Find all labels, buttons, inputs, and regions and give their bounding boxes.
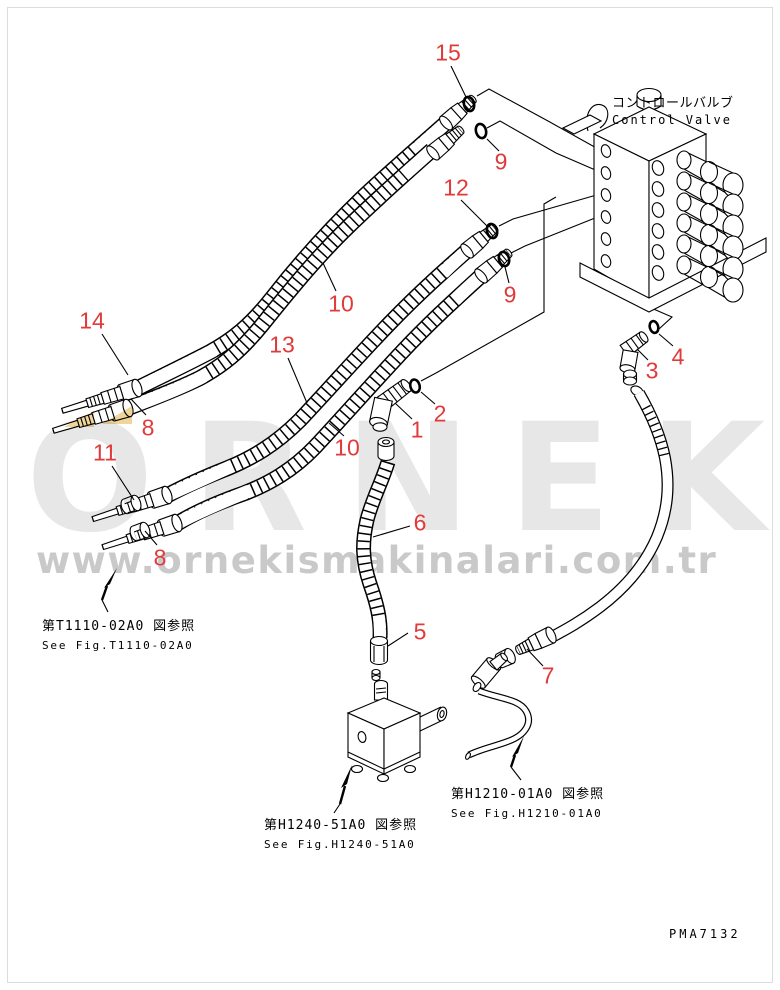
watermark-accent-triangle-1 (64, 411, 94, 427)
elbow-fitting-3 (619, 331, 649, 386)
valve-port-cylinders (676, 150, 744, 303)
arrow-to-valve-unit (333, 765, 352, 814)
arrow-to-bent-tube (509, 736, 524, 781)
hose-7 (549, 385, 674, 643)
leader-lines (101, 65, 674, 667)
fitting-5 (369, 635, 389, 682)
control-valve-drawing (561, 87, 767, 313)
hose-6 (356, 459, 396, 639)
watermark-url: www.ornekismakinalari.com.tr (36, 539, 718, 582)
o-rings (408, 95, 660, 394)
solenoid-valve-unit (346, 679, 448, 783)
hose6-top-nut (377, 436, 395, 462)
watermark-accent-triangle-2 (102, 406, 132, 424)
bent-tube (465, 687, 533, 760)
arrow-to-hose-tips (100, 568, 117, 613)
valve-left-ports (600, 144, 665, 281)
elbow-fitting-1 (369, 379, 412, 432)
page-border (7, 7, 773, 983)
elbow-fitting-lower (470, 652, 509, 693)
